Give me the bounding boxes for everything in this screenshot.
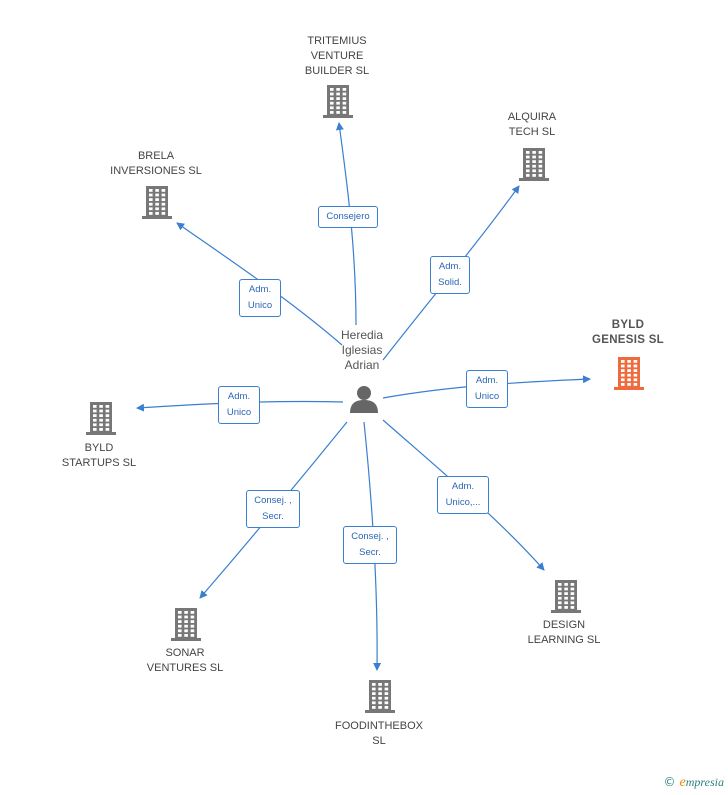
company-label-sonar[interactable]: SONAR VENTURES SL: [146, 647, 224, 674]
company-label-design-learning[interactable]: DESIGN LEARNING SL: [527, 619, 601, 646]
building-icon-byld-genesis[interactable]: [614, 357, 644, 390]
brand-name: mpresia: [685, 775, 724, 789]
building-icon-foodinthebox[interactable]: [365, 680, 395, 713]
company-label-brela[interactable]: BRELA INVERSIONES SL: [110, 150, 202, 177]
relation-label-byld-startups: Adm. Unico: [218, 386, 260, 424]
company-label-alquira[interactable]: ALQUIRA TECH SL: [507, 111, 557, 138]
relation-label-brela: Adm. Unico: [239, 279, 281, 317]
building-icon-brela[interactable]: [142, 186, 172, 219]
building-icon-tritemius[interactable]: [323, 85, 353, 118]
relation-label-byld-genesis: Adm. Unico: [466, 370, 508, 408]
company-label-byld-genesis[interactable]: BYLD GENESIS SL: [591, 319, 665, 346]
person-name: Heredia Iglesias Adrian: [340, 328, 384, 372]
person-icon[interactable]: [348, 383, 380, 415]
company-label-tritemius[interactable]: TRITEMIUS VENTURE BUILDER SL: [304, 35, 370, 77]
relation-label-design-learning: Adm. Unico,...: [437, 476, 489, 514]
building-icon-sonar[interactable]: [171, 608, 201, 641]
company-label-byld-startups[interactable]: BYLD STARTUPS SL: [61, 442, 137, 469]
building-icon-design-learning[interactable]: [551, 580, 581, 613]
building-icon-byld-startups[interactable]: [86, 402, 116, 435]
company-label-foodinthebox[interactable]: FOODINTHEBOX SL: [334, 720, 423, 747]
relation-label-alquira: Adm. Solid.: [430, 256, 470, 294]
building-icon-alquira[interactable]: [519, 148, 549, 181]
relation-label-foodinthebox: Consej. , Secr.: [343, 526, 397, 564]
relation-label-tritemius: Consejero: [318, 206, 378, 228]
copyright-symbol: ©: [663, 775, 676, 789]
relation-label-sonar: Consej. , Secr.: [246, 490, 300, 528]
brand-initial: e: [679, 775, 686, 790]
brand-footer[interactable]: ©empresia: [664, 775, 724, 791]
